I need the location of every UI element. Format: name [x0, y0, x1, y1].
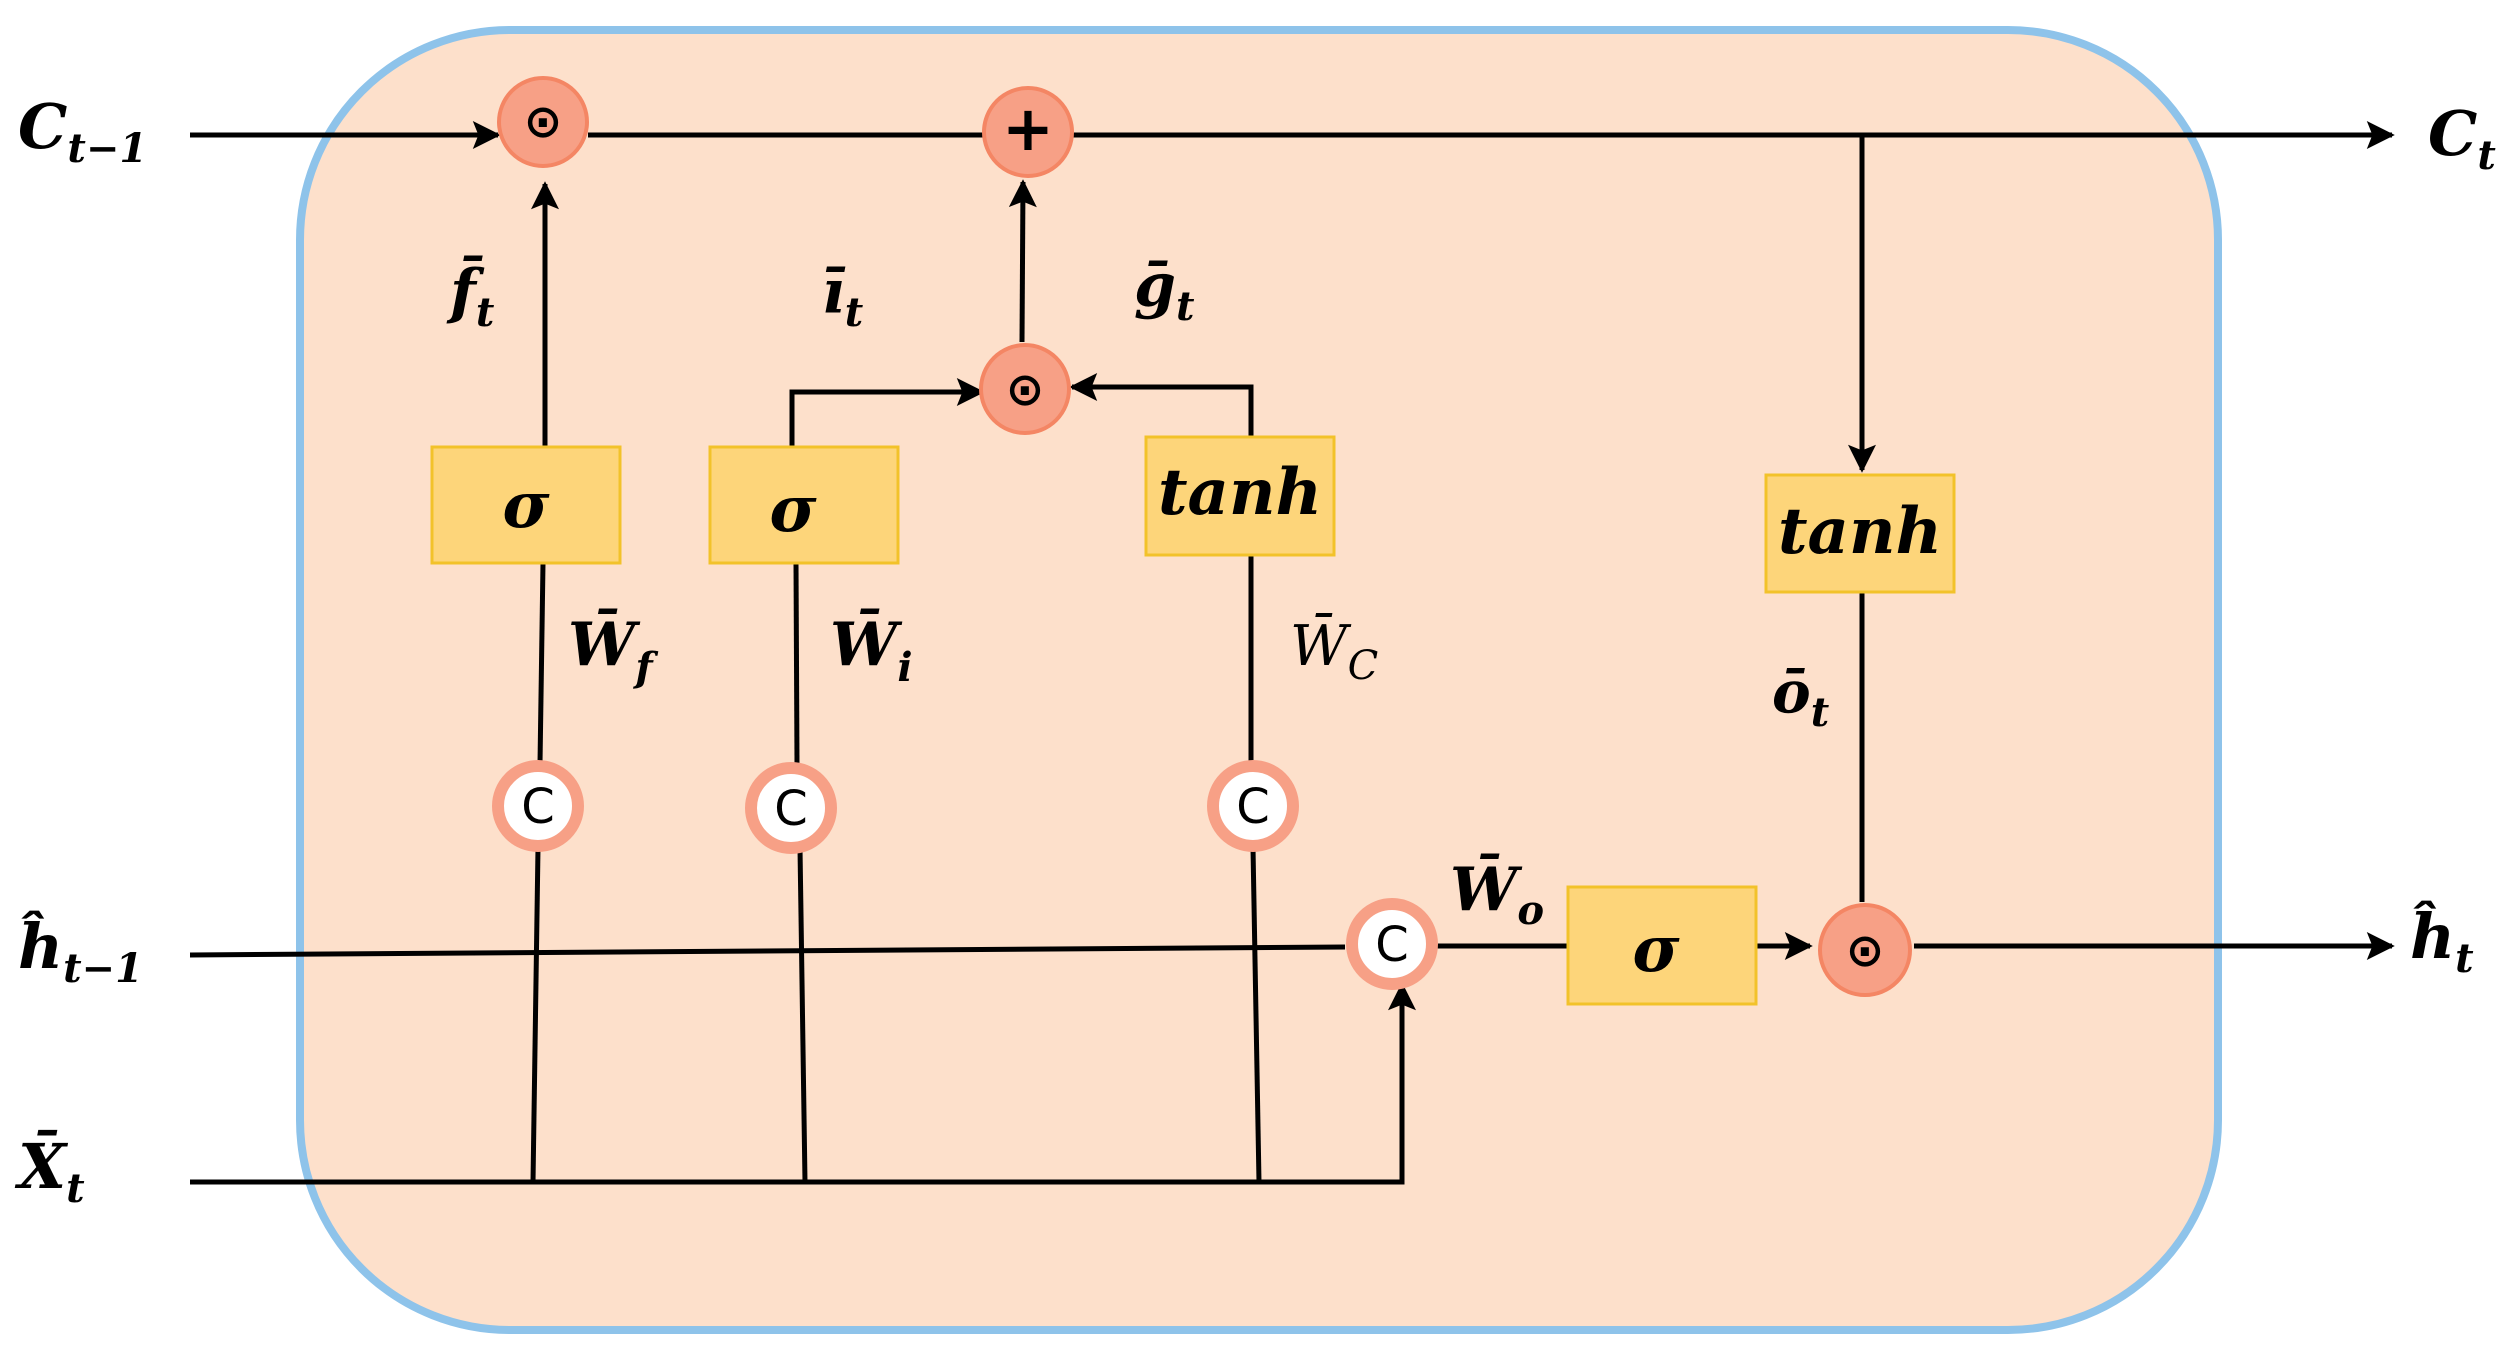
- output-sigma-label: σ: [1632, 912, 1680, 987]
- input-h-prev-label: ĥt−1: [18, 910, 143, 992]
- cell-tanh-box: tanh: [1764, 473, 1956, 594]
- candidate-tanh-box: tanh: [1144, 435, 1336, 557]
- input-output-label: īt: [822, 257, 864, 336]
- operators: ⊙ + ⊙ ⊙: [497, 76, 1912, 997]
- candidate-output-label: ḡt: [1134, 251, 1195, 330]
- wire-forget-concat-to-sigma: [537, 562, 546, 765]
- cell-tanh-label: tanh: [1778, 494, 1942, 569]
- candidate-weight-label: W̄C: [1290, 612, 1378, 689]
- output-weight-label: W̄o: [1450, 853, 1544, 934]
- concat-ops: C C C C: [492, 760, 1438, 990]
- input-x-label: X̄t: [14, 1130, 85, 1212]
- output-concat-symbol: C: [1375, 917, 1409, 973]
- wire-cand-x-to-concat: [1250, 847, 1262, 1183]
- candidate-tanh-label: tanh: [1158, 455, 1322, 530]
- input-sigma-label: σ: [769, 472, 817, 547]
- output-sigma-box: σ: [1566, 885, 1758, 1006]
- output-h-label: ĥt: [2410, 900, 2474, 982]
- forget-concat-symbol: C: [521, 779, 555, 835]
- wire-input-x-to-concat: [797, 847, 808, 1183]
- wires: [189, 121, 2395, 1185]
- input-c-prev-label: Ct−1: [18, 90, 147, 172]
- wire-forget-x-to-concat: [530, 847, 541, 1183]
- output-concat-op: C: [1346, 898, 1438, 990]
- input-multiply-op: ⊙: [979, 343, 1071, 435]
- activation-boxes: σ σ tanh tanh σ: [430, 435, 1956, 1006]
- input-sigma-box: σ: [708, 445, 900, 565]
- add-symbol: +: [1002, 92, 1054, 165]
- input-weight-label: W̄i: [830, 608, 913, 691]
- wire-mult-to-add: [1008, 179, 1037, 343]
- wire-h-prev-in: [189, 944, 1346, 958]
- forget-multiply-op: ⊙: [497, 76, 589, 168]
- wire-x-bus: [190, 982, 1416, 1185]
- wire-input-concat-to-sigma: [793, 562, 800, 765]
- input-concat-op: C: [745, 762, 837, 854]
- output-multiply-symbol: ⊙: [1846, 923, 1885, 977]
- input-multiply-symbol: ⊙: [1006, 362, 1045, 416]
- candidate-concat-op: C: [1207, 760, 1299, 852]
- wire-input-sigma-to-mult: [789, 378, 985, 447]
- forget-concat-op: C: [492, 760, 584, 852]
- forget-output-label: f̄t: [446, 255, 495, 336]
- forget-sigma-box: σ: [430, 445, 622, 565]
- output-gate-output-label: ōt: [1772, 658, 1830, 736]
- candidate-concat-symbol: C: [1236, 779, 1270, 835]
- forget-multiply-symbol: ⊙: [524, 94, 563, 148]
- output-multiply-op: ⊙: [1818, 903, 1912, 997]
- forget-sigma-label: σ: [502, 468, 550, 543]
- output-c-label: Ct: [2428, 97, 2496, 179]
- input-concat-symbol: C: [774, 781, 808, 837]
- add-op: +: [982, 86, 1074, 178]
- labels: Ct−1 ĥt−1 X̄t Ct ĥt f̄t īt ḡt ōt W̄f W̄i…: [14, 90, 2496, 1212]
- wire-cand-tanh-to-mult: [1069, 373, 1254, 437]
